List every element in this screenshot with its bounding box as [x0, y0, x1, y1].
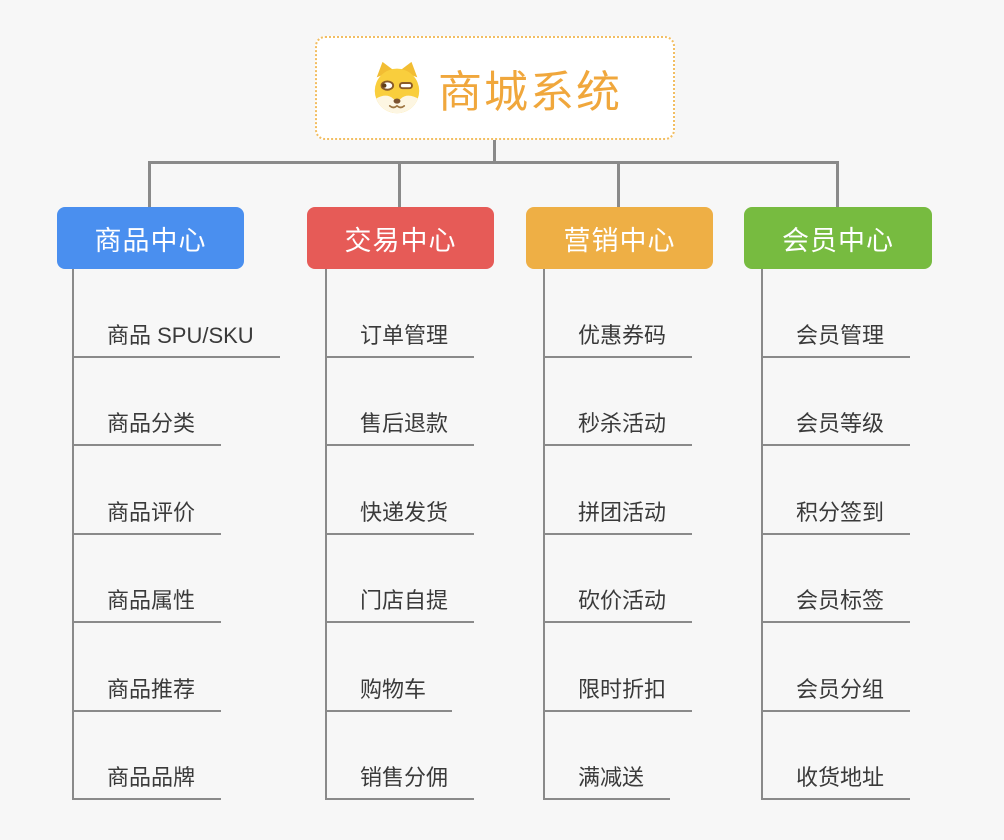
topic-node[interactable]: 积分签到 [763, 495, 911, 535]
connector-root-stem [493, 140, 496, 162]
topic-node[interactable]: 会员管理 [763, 318, 911, 358]
topic-node[interactable]: 快递发货 [327, 495, 475, 535]
topic-node[interactable]: 订单管理 [327, 318, 475, 358]
connector-drop-trade [398, 161, 401, 209]
list-item: 商品属性 [74, 535, 280, 623]
list-item: 限时折扣 [545, 623, 693, 712]
topic-node[interactable]: 商品分类 [74, 406, 222, 446]
branch-items-trade-center: 订单管理 售后退款 快递发货 门店自提 购物车 销售分佣 [325, 269, 475, 800]
connector-drop-product [148, 161, 151, 209]
topic-node[interactable]: 拼团活动 [545, 495, 693, 535]
topic-node[interactable]: 售后退款 [327, 406, 475, 446]
list-item: 会员管理 [763, 269, 911, 358]
list-item: 商品分类 [74, 358, 280, 446]
topic-node[interactable]: 门店自提 [327, 583, 475, 623]
topic-node[interactable]: 砍价活动 [545, 583, 693, 623]
branch-box-marketing-center[interactable]: 营销中心 [526, 207, 713, 269]
topic-node[interactable]: 销售分佣 [327, 760, 475, 800]
topic-node[interactable]: 商品 SPU/SKU [74, 318, 280, 358]
list-item: 收货地址 [763, 712, 911, 800]
branch-box-trade-center[interactable]: 交易中心 [307, 207, 494, 269]
branch-items-member-center: 会员管理 会员等级 积分签到 会员标签 会员分组 收货地址 [761, 269, 911, 800]
topic-node[interactable]: 购物车 [327, 672, 453, 712]
list-item: 拼团活动 [545, 446, 693, 535]
topic-node[interactable]: 优惠券码 [545, 318, 693, 358]
connector-drop-member [836, 161, 839, 209]
branch-box-member-center[interactable]: 会员中心 [744, 207, 932, 269]
branch-items-marketing-center: 优惠券码 秒杀活动 拼团活动 砍价活动 限时折扣 满减送 [543, 269, 693, 800]
list-item: 商品推荐 [74, 623, 280, 712]
connector-bus [149, 161, 839, 164]
list-item: 订单管理 [327, 269, 475, 358]
doge-icon [368, 59, 426, 117]
topic-node[interactable]: 秒杀活动 [545, 406, 693, 446]
topic-node[interactable]: 会员标签 [763, 583, 911, 623]
list-item: 销售分佣 [327, 712, 475, 800]
topic-node[interactable]: 商品属性 [74, 583, 222, 623]
topic-node[interactable]: 商品评价 [74, 495, 222, 535]
list-item: 会员分组 [763, 623, 911, 712]
branch-box-product-center[interactable]: 商品中心 [57, 207, 244, 269]
root-node[interactable]: 商城系统 [315, 36, 675, 140]
list-item: 商品评价 [74, 446, 280, 535]
list-item: 砍价活动 [545, 535, 693, 623]
topic-node[interactable]: 会员等级 [763, 406, 911, 446]
list-item: 商品品牌 [74, 712, 280, 800]
branch-items-product-center: 商品 SPU/SKU 商品分类 商品评价 商品属性 商品推荐 商品品牌 [72, 269, 280, 800]
list-item: 售后退款 [327, 358, 475, 446]
list-item: 满减送 [545, 712, 692, 800]
topic-node[interactable]: 商品推荐 [74, 672, 222, 712]
topic-node[interactable]: 商品品牌 [74, 760, 222, 800]
list-item: 优惠券码 [545, 269, 693, 358]
list-item: 秒杀活动 [545, 358, 693, 446]
root-title: 商城系统 [438, 68, 622, 117]
list-item: 会员等级 [763, 358, 911, 446]
list-item: 门店自提 [327, 535, 475, 623]
topic-node[interactable]: 收货地址 [763, 760, 911, 800]
topic-node[interactable]: 满减送 [545, 760, 671, 800]
connector-drop-marketing [617, 161, 620, 209]
list-item: 快递发货 [327, 446, 475, 535]
list-item: 会员标签 [763, 535, 911, 623]
topic-node[interactable]: 限时折扣 [545, 672, 693, 712]
list-item: 积分签到 [763, 446, 911, 535]
list-item: 购物车 [327, 623, 474, 712]
list-item: 商品 SPU/SKU [74, 269, 280, 358]
topic-node[interactable]: 会员分组 [763, 672, 911, 712]
